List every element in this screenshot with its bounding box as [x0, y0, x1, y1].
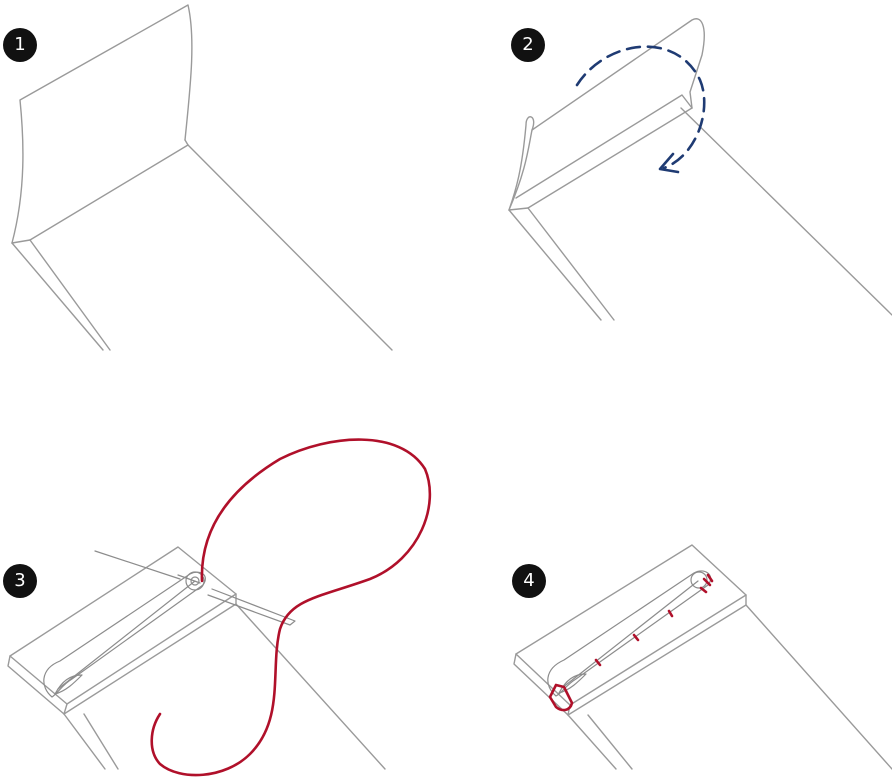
step-1-badge: 1: [3, 28, 37, 62]
stitch-icon: [594, 658, 602, 667]
stitched-pin-icon: [513, 544, 892, 770]
step-2-panel: 2: [446, 0, 892, 389]
stitch-icon: [632, 633, 640, 642]
needle-thread-icon: [7, 438, 432, 777]
stitch-icon: [667, 609, 674, 618]
needle-icon: [94, 550, 296, 626]
step-4-badge: 4: [512, 564, 546, 598]
step-4-panel: 4: [446, 389, 892, 778]
roll-arrow-icon: [508, 18, 892, 321]
step-3-badge: 3: [3, 564, 37, 598]
fold-flap-icon: [11, 4, 393, 351]
step-2-badge: 2: [511, 28, 545, 62]
thread-icon: [150, 438, 432, 777]
arrow-head-icon: [658, 152, 680, 174]
stitch-icon: [699, 586, 708, 594]
step-1-panel: 1: [0, 0, 446, 389]
rotate-arrow-icon: [575, 45, 706, 170]
stitch-icon: [702, 573, 714, 587]
stitch-icon: [548, 683, 574, 712]
step-3-panel: 3: [0, 389, 446, 778]
